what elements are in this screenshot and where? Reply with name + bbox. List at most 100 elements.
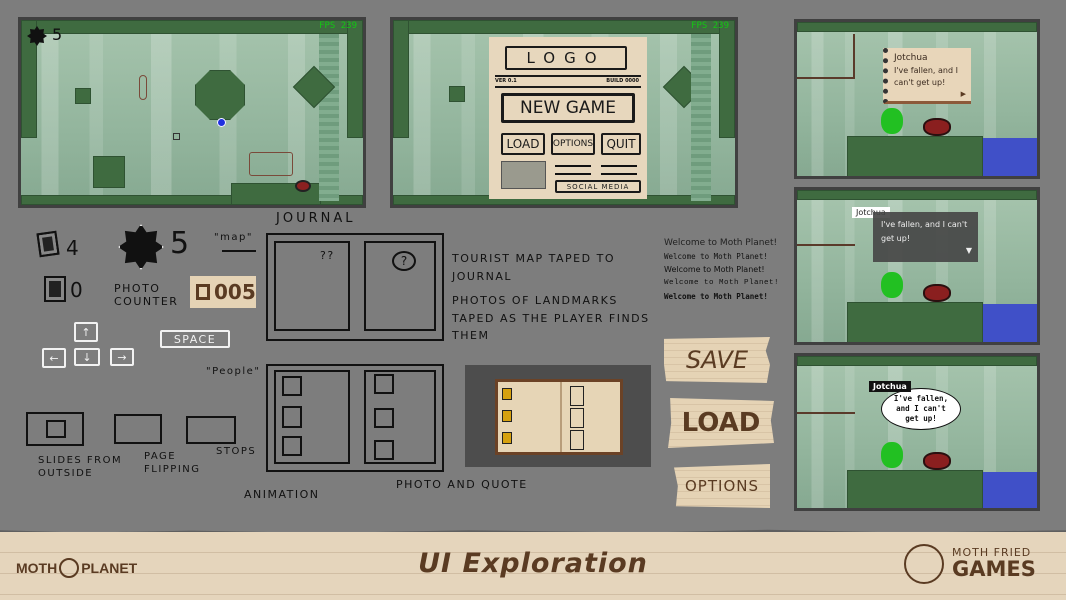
key-left: ← xyxy=(42,348,66,368)
vine-frame xyxy=(139,75,147,100)
journal-render-frame xyxy=(465,365,651,467)
title-menu-panel: LOGO VER 0.1 BUILD 0000 NEW GAME LOAD OP… xyxy=(489,37,647,199)
font-sample: Welcome to Moth Planet! xyxy=(664,252,768,261)
empty-photo-slot xyxy=(374,374,394,394)
anim-step-2: PAGE FLIPPING xyxy=(144,451,201,475)
book-outline xyxy=(46,420,66,438)
logo-line-1: MOTH FRIED xyxy=(952,546,1032,559)
waterfall xyxy=(691,34,711,201)
left-wall xyxy=(21,20,37,138)
animation-label: ANIMATION xyxy=(244,488,320,501)
moth-character-icon xyxy=(923,284,951,302)
cursor-target xyxy=(173,133,180,140)
dialogue-variant-notebook: Jotchua I've fallen, and I can't get up!… xyxy=(794,19,1040,179)
journal-spine xyxy=(560,382,562,452)
unknown-mark: ?? xyxy=(320,249,335,262)
moth-character-icon xyxy=(295,180,311,192)
ceiling-grass xyxy=(797,356,1037,366)
save-button[interactable]: SAVE xyxy=(664,337,770,383)
photo-count-4: 4 xyxy=(66,236,81,260)
advance-arrow-icon[interactable]: ▶ xyxy=(960,89,966,98)
moth-character-icon xyxy=(923,118,951,136)
photo-sticker xyxy=(502,410,512,422)
green-character-icon xyxy=(881,442,903,468)
notebook-dialog-box: Jotchua I've fallen, and I can't get up!… xyxy=(883,48,971,104)
right-wall xyxy=(719,20,735,138)
question-map-icon: ? xyxy=(392,251,416,271)
note-photo-quote: PHOTO AND QUOTE xyxy=(396,478,528,491)
vine-frame xyxy=(249,152,293,176)
ceiling-grass xyxy=(797,190,1037,200)
gameplay-screenshot: 5 FPS 239 xyxy=(18,17,366,208)
vine-lights xyxy=(797,77,855,79)
anim-frame-slide xyxy=(26,412,84,446)
speaker-name: Jotchua xyxy=(852,207,890,218)
photo-icon xyxy=(196,284,210,300)
font-samples: Welcome to Moth Planet! Welcome to Moth … xyxy=(664,238,794,301)
people-journal-sketch xyxy=(266,364,444,472)
title-menu-screenshot: FPS 239 LOGO VER 0.1 BUILD 0000 NEW GAME… xyxy=(390,17,738,208)
moth-fried-games-logo[interactable]: MOTH FRIED GAMES xyxy=(952,546,1036,580)
green-character-icon xyxy=(881,272,903,298)
font-sample: Welcome to Moth Planet! xyxy=(664,238,778,248)
ceiling-grass xyxy=(21,20,363,34)
logo-text-moth: MOTH xyxy=(16,560,58,576)
load-button[interactable]: LOAD xyxy=(668,398,774,448)
journal-page-right xyxy=(364,241,436,331)
logo-placeholder: LOGO xyxy=(505,46,627,70)
left-wall xyxy=(393,20,409,138)
empty-photo-slot xyxy=(374,408,394,428)
journal-page-right xyxy=(364,370,436,464)
logo-line-2: GAMES xyxy=(952,557,1036,581)
dark-dialog-box: I've fallen, and I can't get up! ▼ xyxy=(873,212,978,262)
options-button[interactable]: OPTIONS xyxy=(551,133,595,155)
ceiling-grass xyxy=(393,20,735,34)
forest-background xyxy=(21,20,363,205)
small-block xyxy=(449,86,465,102)
green-character-icon xyxy=(881,108,903,134)
options-button[interactable]: OPTIONS xyxy=(674,464,770,508)
fps-counter: FPS 239 xyxy=(319,21,357,31)
social-media-button[interactable]: SOCIAL MEDIA xyxy=(555,180,641,193)
octagon-platform xyxy=(195,70,245,120)
water xyxy=(983,304,1037,342)
photo-badge-icon xyxy=(27,26,47,46)
styled-counter-value: 005 xyxy=(214,280,256,304)
empty-photo-slot xyxy=(282,406,302,428)
anim-step-3: STOPS xyxy=(216,446,257,457)
vine-lights xyxy=(797,244,855,246)
ground-ledge xyxy=(847,136,983,176)
map-journal-sketch: ? ?? xyxy=(266,233,444,341)
build-label: BUILD 0000 xyxy=(606,78,639,84)
empty-photo-slot xyxy=(570,430,584,450)
photo-badge-icon xyxy=(118,224,164,270)
empty-photo-slot xyxy=(570,386,584,406)
text-line xyxy=(555,165,591,167)
advance-arrow-icon[interactable]: ▼ xyxy=(965,245,972,255)
photo-icon xyxy=(36,230,60,258)
new-game-button[interactable]: NEW GAME xyxy=(501,93,635,123)
key-space: SPACE xyxy=(160,330,230,348)
small-block xyxy=(75,88,91,104)
font-sample: Welcome to Moth Planet! xyxy=(664,279,780,287)
journal-page-left xyxy=(274,370,350,464)
dialog-text: I've fallen, and I can't get up! xyxy=(894,66,958,87)
key-down: ↓ xyxy=(74,348,100,366)
load-button[interactable]: LOAD xyxy=(501,133,545,155)
version-label: VER 0.1 xyxy=(495,78,517,84)
water xyxy=(983,138,1037,176)
footer-banner: MOTH PLANET UI Exploration MOTH FRIED GA… xyxy=(0,532,1066,600)
moth-planet-logo[interactable]: MOTH PLANET xyxy=(16,558,137,578)
speech-bubble: I've fallen, and I can't get up! xyxy=(881,388,961,430)
journal-page-left xyxy=(274,241,350,331)
photo-slot xyxy=(282,436,302,456)
journal-title: JOURNAL xyxy=(276,211,356,226)
journal-render xyxy=(495,379,623,455)
dialogue-variant-speech-bubble: Jotchua I've fallen, and I can't get up! xyxy=(794,353,1040,511)
photo-count-0: 0 xyxy=(70,278,85,302)
water xyxy=(983,472,1037,508)
quit-button[interactable]: QUIT xyxy=(601,133,641,155)
anim-step-1: SLIDES FROM OUTSIDE xyxy=(38,455,123,479)
text-line xyxy=(601,173,637,175)
map-label: "map" xyxy=(214,232,253,243)
